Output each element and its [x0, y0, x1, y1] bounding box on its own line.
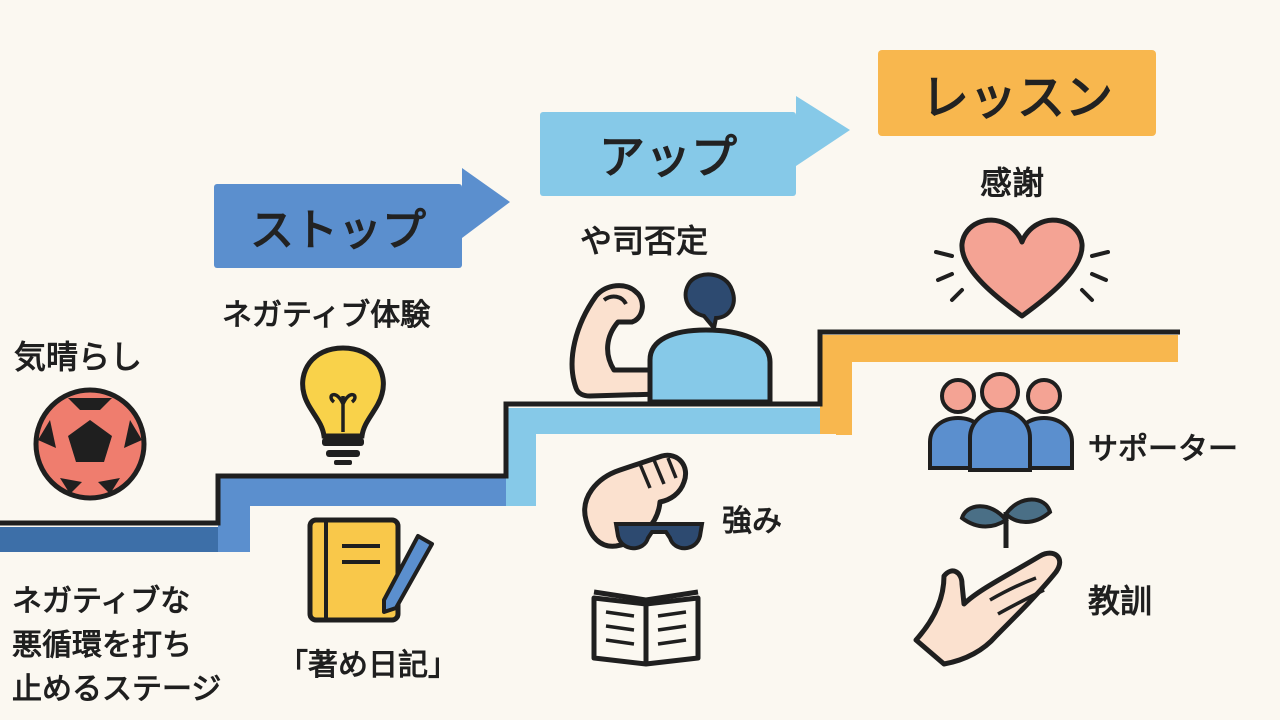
banner-stop: [214, 168, 510, 268]
label-gratitude: 感謝: [980, 164, 1045, 202]
label-supporter: サポーター: [1088, 432, 1238, 467]
sunglasses-icon: [613, 522, 705, 551]
fist-icon: [582, 452, 688, 549]
label-lesson-learned: 教訓: [1088, 582, 1153, 620]
step-line: [0, 329, 1180, 526]
stage-stop-label: ストップ: [250, 205, 426, 256]
stage-description-line-2: 悪循環を打ち: [12, 628, 192, 663]
label-strength: 強み: [722, 504, 782, 539]
label-negative-experience: ネガティブ体験: [222, 298, 431, 333]
person-icon: [647, 272, 773, 405]
stage-description-line-3: 止めるステージ: [12, 672, 222, 707]
lightbulb-icon: [300, 345, 386, 465]
stage-lesson-label: レッスン: [920, 70, 1113, 126]
heart-icon: [934, 217, 1110, 319]
stage-up-label: アップ: [599, 130, 737, 184]
label-distraction: 気晴らし: [14, 338, 143, 376]
notebook-pen-icon: [307, 517, 434, 623]
label-self-denial: や司否定: [580, 222, 709, 260]
seedling-hand-icon: [913, 497, 1063, 667]
open-book-icon: [591, 589, 701, 667]
flexing-arm-icon: [569, 283, 663, 399]
stage-description-line-1: ネガティブな: [12, 584, 191, 619]
banner-up: [540, 96, 850, 196]
soccer-ball-icon: [33, 387, 147, 501]
people-group-icon: [928, 372, 1074, 472]
step-band-1: [0, 527, 220, 552]
label-diary: 「著め日記」: [278, 648, 458, 683]
banner-lesson: [878, 50, 1156, 136]
